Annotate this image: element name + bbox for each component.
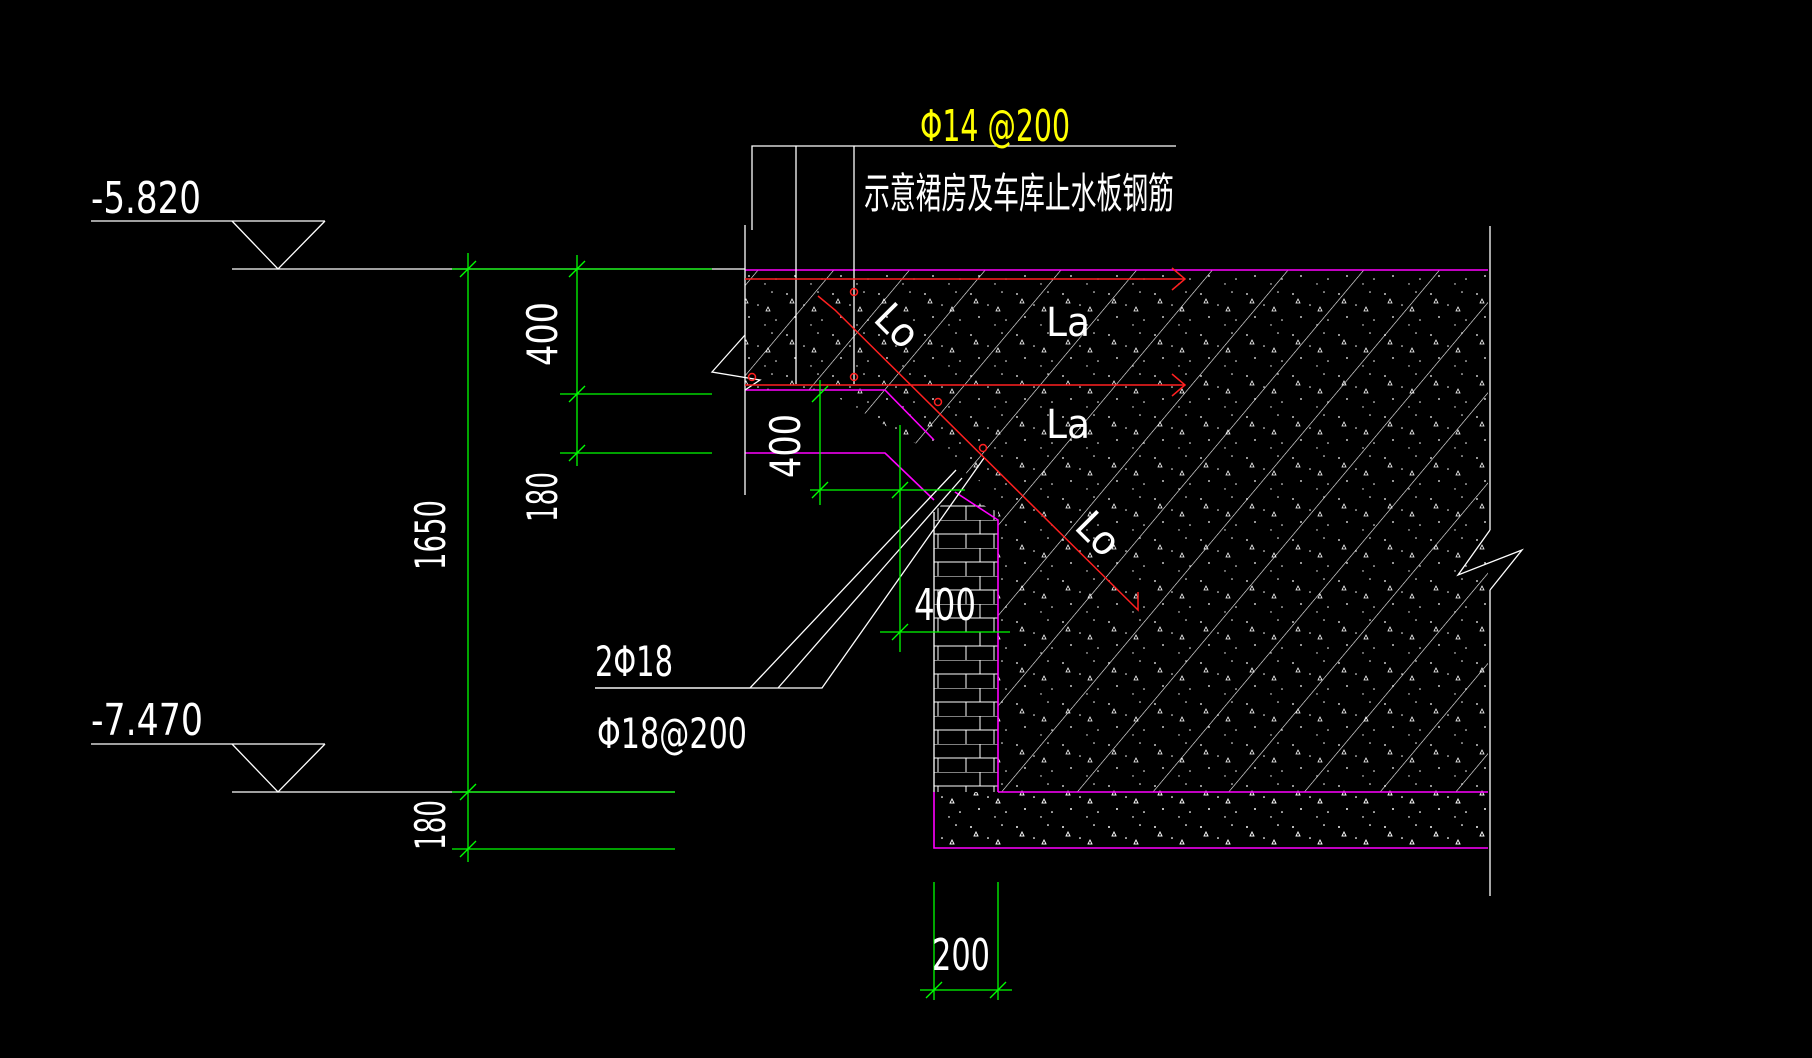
brick-wall <box>933 492 998 792</box>
section-boundary <box>745 269 1488 849</box>
dim-400-step-label: 400 <box>761 414 810 478</box>
rebar-2phi18-label: 2Φ18 <box>595 637 673 686</box>
elevation-marker-icon <box>231 220 326 793</box>
dim-400-wall-label: 400 <box>914 580 976 631</box>
concrete-slab <box>745 270 1488 848</box>
dim-180-top-label: 180 <box>518 472 567 522</box>
anchor-la-label-2: La <box>1046 402 1090 448</box>
dim-180-bottom-label: 180 <box>406 800 455 850</box>
callout-rebar-label: Φ14 @200 <box>920 101 1070 152</box>
rebars <box>745 267 1187 612</box>
dimension-lines <box>452 253 1012 1000</box>
level-bottom-label: -7.470 <box>91 695 203 746</box>
dim-200-wall-label: 200 <box>932 930 990 981</box>
anchor-la-label-1: La <box>1046 300 1090 346</box>
callout-note-label: 示意裙房及车库止水板钢筋 <box>864 169 1174 218</box>
rebar-phi18-200-label: Φ18@200 <box>597 709 747 758</box>
dim-1650-label: 1650 <box>406 500 455 570</box>
dim-400-top-label: 400 <box>518 302 567 366</box>
level-top-label: -5.820 <box>91 173 201 224</box>
